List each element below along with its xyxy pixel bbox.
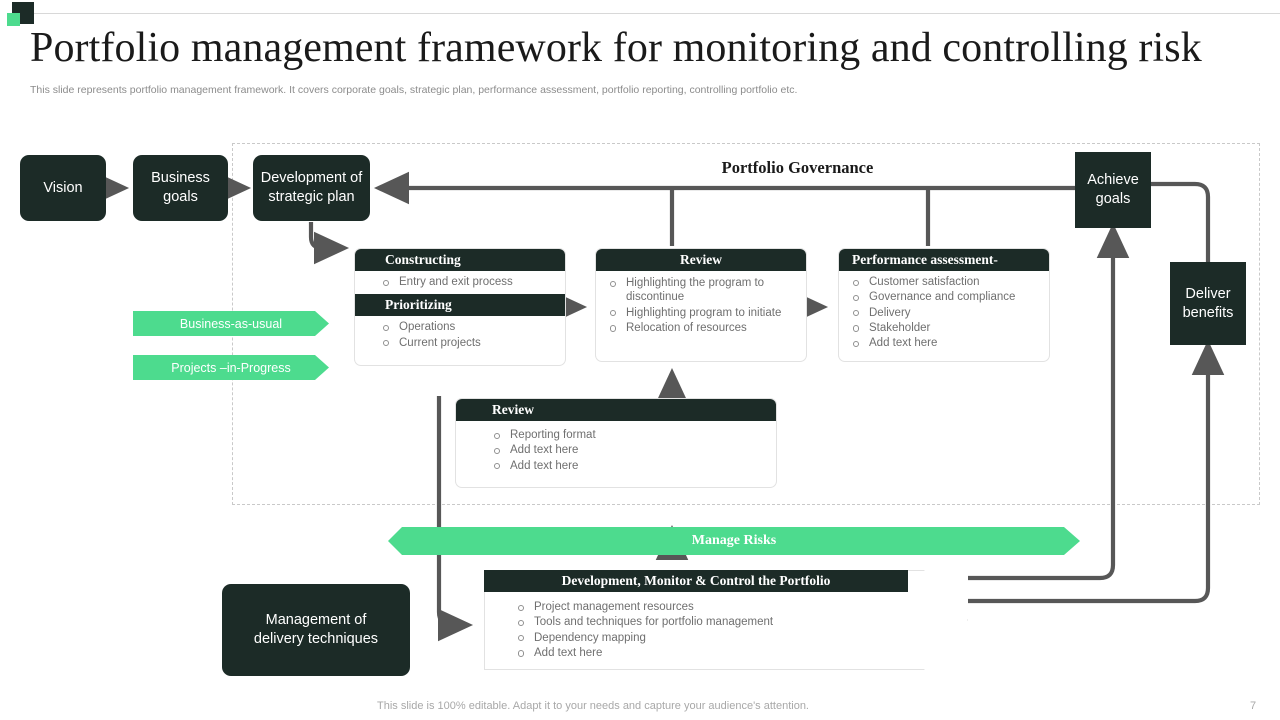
list-item: Current projects xyxy=(379,336,559,350)
page-title: Portfolio management framework for monit… xyxy=(30,25,1202,71)
node-strategic-plan-label: Development of strategic plan xyxy=(260,170,363,205)
node-vision[interactable]: Vision xyxy=(20,155,106,221)
card-performance-assessment[interactable]: Performance assessment- Customer satisfa… xyxy=(838,248,1050,362)
list-item: Add text here xyxy=(490,459,768,473)
list-item: Dependency mapping xyxy=(514,631,934,645)
card-review-bottom-title: Review xyxy=(456,399,776,421)
node-deliver-benefits[interactable]: Deliver benefits xyxy=(1170,262,1246,345)
header-divider xyxy=(34,13,1280,14)
list-item: Add text here xyxy=(514,646,934,660)
card-performance-assessment-title: Performance assessment- xyxy=(839,249,1049,271)
list-item: Tools and techniques for portfolio manag… xyxy=(514,615,934,629)
list-item: Customer satisfaction xyxy=(849,275,1043,289)
banner-manage-risks-label: Manage Risks xyxy=(691,533,777,548)
node-achieve-goals-label: Achieve goals xyxy=(1087,172,1139,207)
card-review-bottom-list: Reporting format Add text here Add text … xyxy=(490,428,768,473)
list-item: Add text here xyxy=(849,336,1043,350)
banner-business-as-usual-label: Business-as-usual xyxy=(179,316,283,331)
card-constructing-prioritizing[interactable]: Constructing Entry and exit process Prio… xyxy=(354,248,566,366)
card-prioritizing-title: Prioritizing xyxy=(355,294,565,317)
page-number: 7 xyxy=(1250,700,1257,712)
node-business-goals[interactable]: Business goals xyxy=(133,155,228,221)
card-prioritizing-list: Operations Current projects xyxy=(379,320,559,350)
card-development-monitor-list: Project management resources Tools and t… xyxy=(514,600,934,660)
list-item: Delivery xyxy=(849,306,1043,320)
card-development-monitor-control[interactable]: Development, Monitor & Control the Portf… xyxy=(484,570,968,670)
card-development-monitor-title: Development, Monitor & Control the Portf… xyxy=(484,570,908,592)
node-strategic-plan[interactable]: Development of strategic plan xyxy=(253,155,370,221)
banner-projects-in-progress[interactable]: Projects –in-Progress xyxy=(133,355,329,380)
page-subtitle: This slide represents portfolio manageme… xyxy=(30,84,798,96)
node-vision-label: Vision xyxy=(43,179,83,196)
list-item: Relocation of resources xyxy=(606,321,798,335)
list-item: Highlighting program to initiate xyxy=(606,306,798,320)
banner-business-as-usual[interactable]: Business-as-usual xyxy=(133,311,329,336)
list-item: Governance and compliance xyxy=(849,290,1043,304)
card-review-bottom[interactable]: Review Reporting format Add text here Ad… xyxy=(455,398,777,488)
list-item: Reporting format xyxy=(490,428,768,442)
node-management-delivery-techniques[interactable]: Management of delivery techniques xyxy=(222,584,410,676)
card-constructing-title: Constructing xyxy=(355,249,565,271)
portfolio-governance-title: Portfolio Governance xyxy=(721,158,874,177)
card-constructing-list: Entry and exit process xyxy=(379,275,559,289)
banner-projects-in-progress-label: Projects –in-Progress xyxy=(171,360,291,375)
node-management-delivery-techniques-label: Management of delivery techniques xyxy=(253,612,379,647)
card-review-top-title: Review xyxy=(596,249,806,271)
node-business-goals-label: Business goals xyxy=(151,170,210,205)
list-item: Stakeholder xyxy=(849,321,1043,335)
list-item: Project management resources xyxy=(514,600,934,614)
list-item: Entry and exit process xyxy=(379,275,559,289)
node-achieve-goals[interactable]: Achieve goals xyxy=(1075,152,1151,228)
card-review-top[interactable]: Review Highlighting the program to disco… xyxy=(595,248,807,362)
footer-note: This slide is 100% editable. Adapt it to… xyxy=(377,700,809,712)
node-deliver-benefits-label: Deliver benefits xyxy=(1182,285,1234,321)
logo-green-square-icon xyxy=(7,13,20,26)
list-item: Operations xyxy=(379,320,559,334)
list-item: Highlighting the program to discontinue xyxy=(606,276,798,305)
list-item: Add text here xyxy=(490,443,768,457)
card-performance-assessment-list: Customer satisfaction Governance and com… xyxy=(849,275,1043,350)
banner-manage-risks[interactable]: Manage Risks xyxy=(388,527,1080,555)
card-review-top-list: Highlighting the program to discontinue … xyxy=(606,276,798,335)
